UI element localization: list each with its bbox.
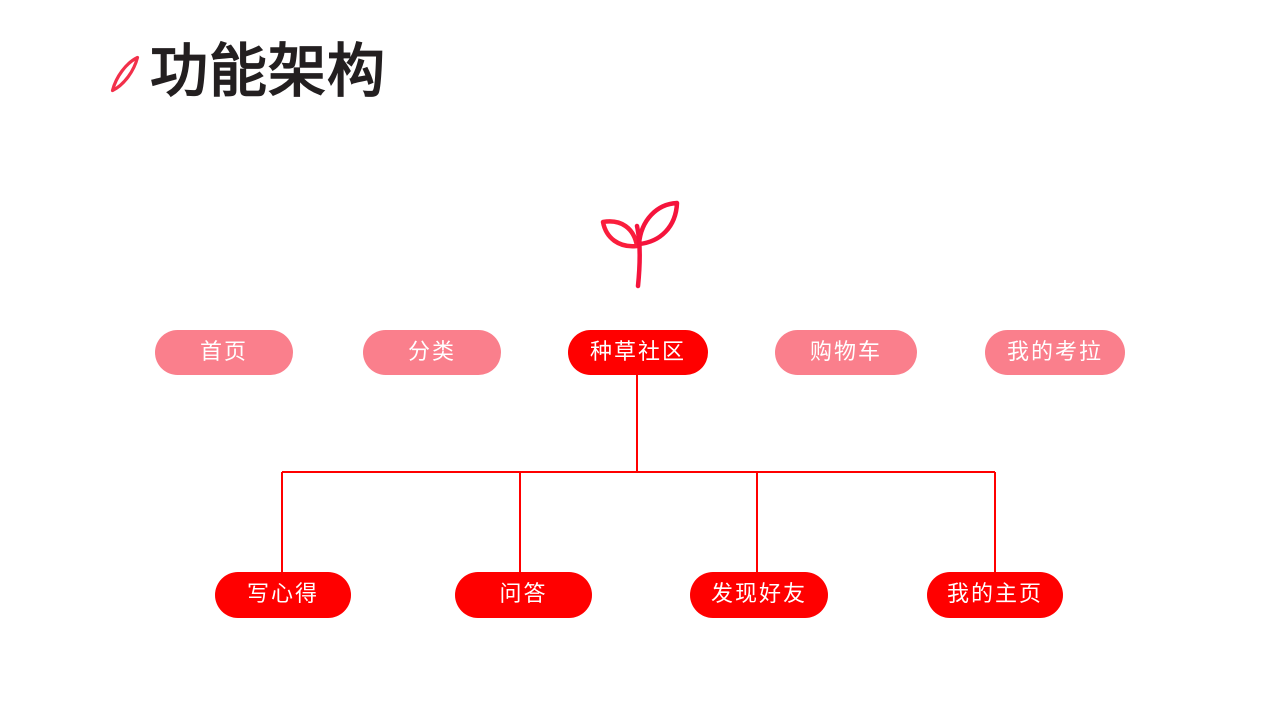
- feature-pill-qa[interactable]: 问答: [455, 572, 592, 618]
- sprout-icon: [600, 200, 680, 289]
- nav-pill-cart-label: 购物车: [809, 338, 882, 364]
- feature-pill-write-review[interactable]: 写心得: [215, 572, 351, 618]
- nav-pill-community[interactable]: 种草社区: [568, 330, 708, 375]
- nav-pill-my-kaola-label: 我的考拉: [1006, 338, 1103, 364]
- nav-pill-category[interactable]: 分类: [363, 330, 501, 375]
- feature-pill-write-review-label: 写心得: [246, 581, 319, 606]
- leaf-icon: [110, 55, 140, 93]
- nav-pill-home[interactable]: 首页: [155, 330, 293, 375]
- nav-pill-my-kaola[interactable]: 我的考拉: [985, 330, 1125, 375]
- feature-pill-my-homepage-label: 我的主页: [946, 581, 1043, 606]
- feature-pill-discover-friends-label: 发现好友: [710, 581, 807, 606]
- nav-pill-category-label: 分类: [407, 338, 456, 364]
- feature-pill-my-homepage[interactable]: 我的主页: [927, 572, 1063, 618]
- page-title: 功能架构: [104, 38, 386, 110]
- feature-pill-qa-label: 问答: [499, 581, 548, 606]
- nav-pill-cart[interactable]: 购物车: [775, 330, 917, 375]
- page-title-text: 功能架构: [150, 39, 387, 104]
- nav-pill-community-label: 种草社区: [589, 338, 686, 364]
- feature-pill-discover-friends[interactable]: 发现好友: [690, 572, 828, 618]
- nav-pill-home-label: 首页: [199, 338, 248, 364]
